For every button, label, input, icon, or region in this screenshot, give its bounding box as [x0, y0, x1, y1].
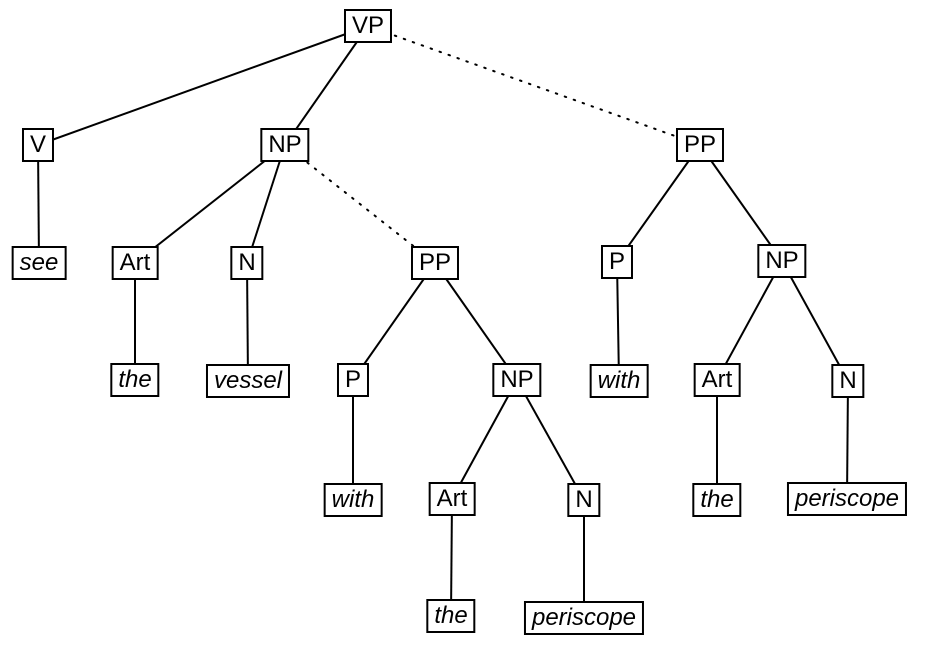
- tree-edge-np1-art1: [134, 144, 286, 264]
- tree-edge-pp1-np2: [434, 262, 518, 381]
- tree-node-the1: the: [110, 363, 160, 397]
- tree-edge-np3-n3: [781, 260, 849, 382]
- tree-node-vp: VP: [343, 9, 393, 43]
- tree-edge-vp-np1: [284, 25, 369, 146]
- tree-node-with2: with: [589, 364, 649, 398]
- tree-edge-n3-periscope3: [846, 380, 849, 500]
- tree-node-periscope2: periscope: [523, 601, 645, 635]
- tree-edge-p2-with2: [616, 261, 620, 382]
- tree-node-pp1: PP: [410, 246, 460, 280]
- tree-node-pp2: PP: [675, 128, 725, 162]
- tree-edge-pp1-p1: [352, 262, 436, 381]
- tree-node-np2: NP: [492, 363, 542, 397]
- tree-node-art2: Art: [428, 482, 476, 516]
- tree-node-n1: N: [230, 246, 264, 280]
- tree-node-p2: P: [600, 245, 634, 279]
- tree-edge-np1-n1: [246, 144, 286, 264]
- tree-node-v: V: [21, 128, 55, 162]
- tree-node-p1: P: [336, 363, 370, 397]
- tree-edge-np1-pp1: [284, 144, 436, 264]
- tree-edge-np3-art3: [716, 260, 783, 381]
- tree-node-periscope3: periscope: [786, 482, 908, 516]
- tree-node-art1: Art: [111, 246, 159, 280]
- tree-node-with1: with: [323, 483, 383, 517]
- tree-edge-pp2-p2: [616, 144, 701, 263]
- tree-node-n2: N: [567, 483, 601, 517]
- tree-edge-vp-pp2: [367, 25, 701, 146]
- tree-node-np1: NP: [260, 128, 310, 162]
- tree-edge-np2-art2: [451, 379, 518, 500]
- tree-edge-art2-the2: [450, 498, 453, 617]
- tree-edge-pp2-np3: [699, 144, 783, 262]
- tree-node-the2: the: [426, 599, 476, 633]
- tree-edge-n1-vessel: [246, 262, 249, 382]
- tree-node-vessel: vessel: [205, 364, 291, 398]
- tree-node-n3: N: [831, 364, 865, 398]
- tree-edge-vp-v: [37, 25, 369, 146]
- tree-edge-np2-n2: [516, 379, 585, 501]
- tree-edge-v-see: [37, 144, 40, 264]
- tree-node-the3: the: [692, 483, 742, 517]
- tree-node-art3: Art: [693, 363, 741, 397]
- tree-node-see: see: [11, 246, 67, 280]
- tree-node-np3: NP: [757, 244, 807, 278]
